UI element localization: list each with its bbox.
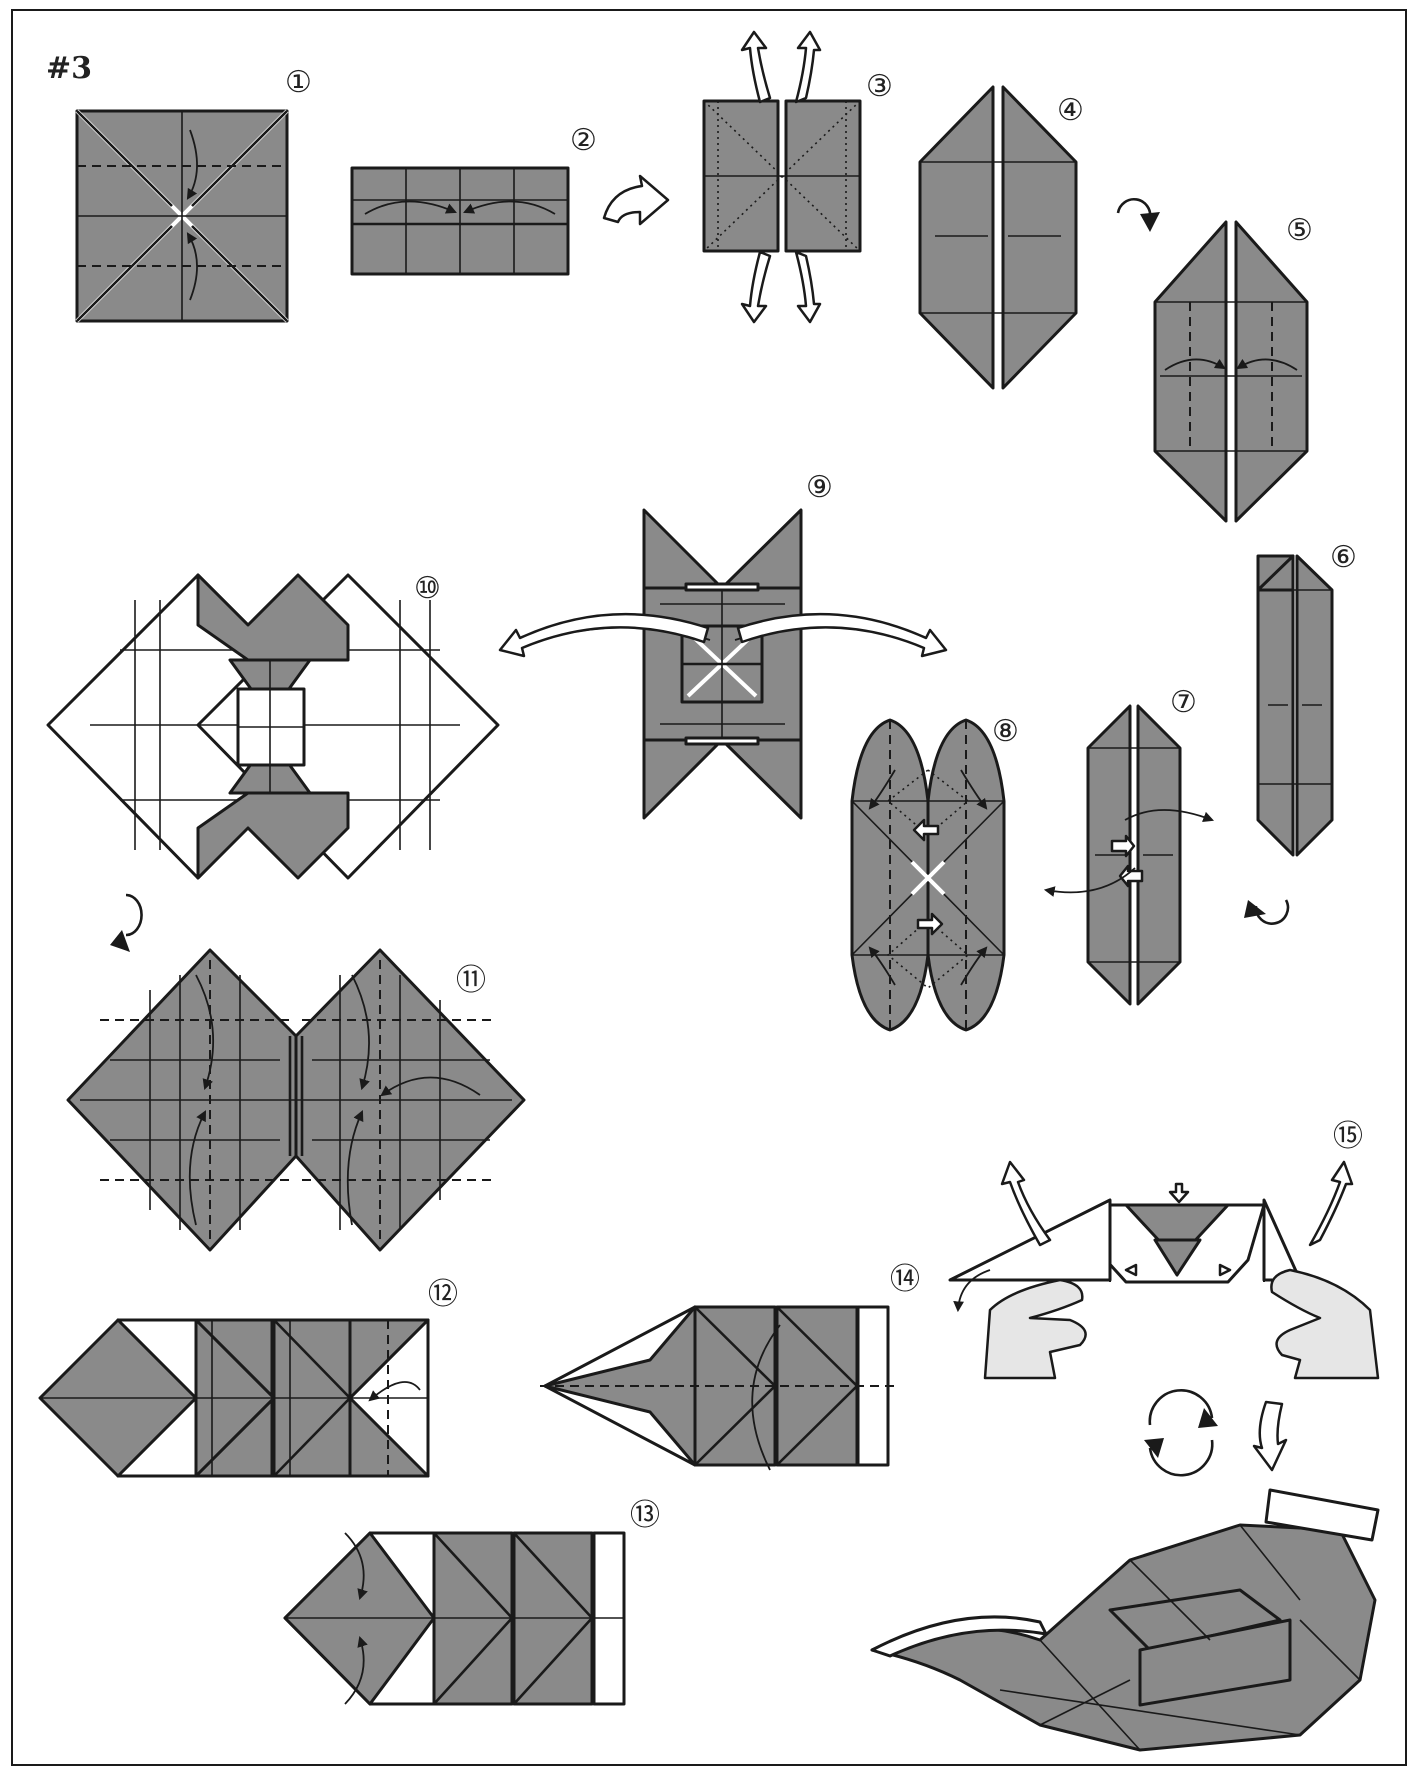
- rotate-icon: [1244, 900, 1288, 924]
- step-13-figure: [540, 1307, 895, 1470]
- step-label-3: ③: [866, 69, 893, 104]
- step-label-8: ⑧: [992, 714, 1019, 749]
- step-label-13: ⑬: [630, 1498, 660, 1533]
- step-2-figure: [352, 168, 568, 274]
- step-label-11: ⑪: [456, 963, 486, 998]
- rotate-icon: [1118, 199, 1160, 232]
- down-arrow-icon: [1254, 1402, 1286, 1470]
- step-5-figure: [1155, 222, 1307, 521]
- step-12-figure: [40, 1320, 428, 1476]
- rotate-icon: [110, 895, 142, 952]
- step-label-9: ⑨: [806, 470, 833, 505]
- step-label-14: ⑭: [890, 1262, 920, 1297]
- step-label-12: ⑫: [428, 1277, 458, 1312]
- step-1-figure: [77, 111, 287, 321]
- step-label-7: ⑦: [1170, 685, 1197, 720]
- step-3-figure: [704, 32, 860, 322]
- step-label-15: ⑮: [1333, 1119, 1363, 1154]
- step-6-figure: [1258, 556, 1332, 855]
- step-4-figure: [920, 87, 1076, 388]
- step-8-figure: [852, 720, 1004, 1030]
- rotate-both-icon: [1144, 1390, 1218, 1475]
- step-label-2: ②: [570, 123, 597, 158]
- step-7-figure: [1046, 706, 1212, 1004]
- diagram-title: #3: [46, 51, 92, 86]
- step-13b-figure: [285, 1533, 624, 1704]
- step-label-4: ④: [1057, 93, 1084, 128]
- step-label-1: ①: [285, 65, 312, 100]
- step-label-5: ⑤: [1286, 213, 1313, 248]
- step-10-figure: [48, 575, 498, 878]
- step-15-figure: [950, 1162, 1378, 1378]
- step-label-10: ⑩: [414, 571, 441, 606]
- final-model-figure: [872, 1490, 1378, 1750]
- step-label-6: ⑥: [1330, 540, 1357, 575]
- turn-arrow-icon: [604, 176, 668, 224]
